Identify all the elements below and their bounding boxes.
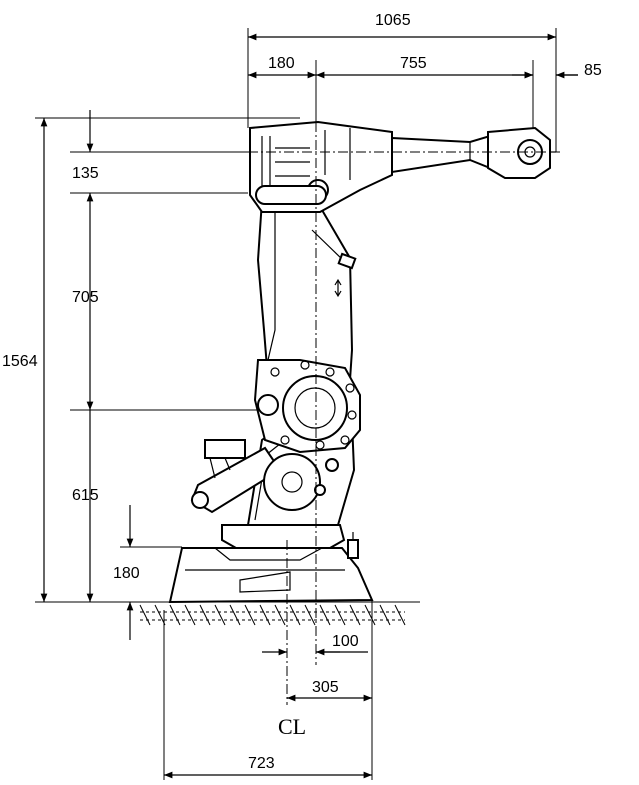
balancing-cylinder	[190, 439, 282, 514]
forearm	[391, 134, 502, 174]
dimension-lines	[40, 33, 578, 779]
dim-upper-arm: 705	[72, 289, 99, 306]
dim-base-half: 305	[312, 679, 339, 696]
shoulder-hub	[253, 359, 361, 454]
dim-arm-length: 755	[400, 55, 427, 72]
dim-base-height: 180	[113, 565, 140, 582]
dim-base-width: 723	[248, 755, 275, 772]
dim-total-height: 1564	[2, 353, 38, 370]
dim-lower-height: 615	[72, 487, 99, 504]
centerlines	[248, 122, 560, 705]
upper-arm-housing	[249, 120, 393, 213]
dim-wrist-offset: 85	[584, 62, 602, 79]
robot-illustration	[35, 120, 556, 626]
dim-axis-offset: 100	[332, 633, 359, 650]
dim-total-reach: 1065	[375, 12, 411, 29]
dim-arm-offset: 135	[72, 165, 99, 182]
lower-arm	[256, 199, 357, 381]
floor-hatch	[35, 601, 420, 626]
dim-upper-offset: 180	[268, 55, 295, 72]
lower-motor	[263, 453, 339, 511]
extension-lines	[35, 28, 557, 780]
centerline-symbol: CL	[278, 714, 306, 739]
wrist	[487, 126, 556, 179]
robot-base	[168, 532, 374, 604]
